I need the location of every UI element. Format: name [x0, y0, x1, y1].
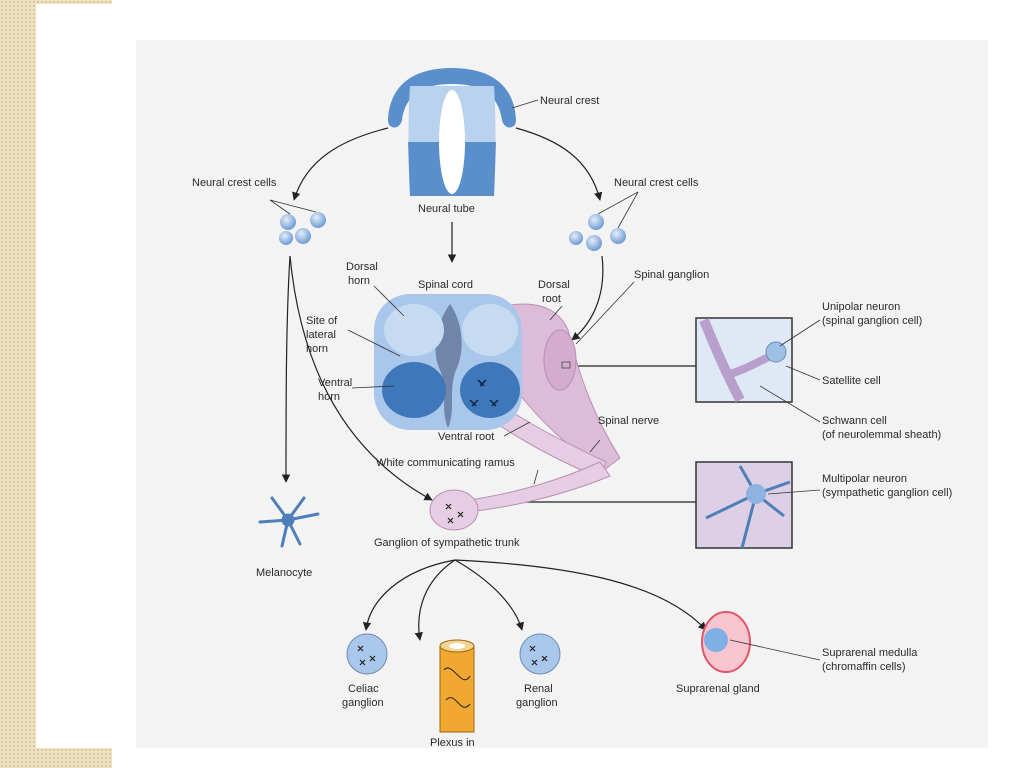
label-dorsal-horn: Dorsal: [346, 261, 378, 273]
label-neural-tube: Neural tube: [418, 203, 475, 215]
label-spinal-cord: Spinal cord: [418, 279, 473, 291]
label-site-lateral-2: lateral: [306, 329, 336, 341]
label-celiac-2: ganglion: [342, 697, 384, 709]
label-unipolar: Unipolar neuron: [822, 301, 900, 313]
label-unipolar-2: (spinal ganglion cell): [822, 315, 922, 327]
label-schwann-2: (of neurolemmal sheath): [822, 429, 941, 441]
slide-frame-top: [36, 0, 112, 4]
label-ganglion-symp: Ganglion of sympathetic trunk: [374, 537, 520, 549]
label-renal-2: ganglion: [516, 697, 558, 709]
label-plexus: Plexus in: [430, 737, 475, 749]
slide-frame-left: [0, 0, 36, 768]
label-suprarenal-medulla: Suprarenal medulla: [822, 647, 918, 659]
label-schwann: Schwann cell: [822, 415, 887, 427]
melanocyte-shape: [258, 496, 320, 548]
neural-crest-cells-left: [279, 212, 326, 245]
label-dorsal-horn-2: horn: [348, 275, 370, 287]
label-suprarenal-medulla-2: (chromaffin cells): [822, 661, 906, 673]
label-site-lateral-3: horn: [306, 343, 328, 355]
unipolar-neuron-box: [695, 317, 793, 403]
leader-lines: [269, 99, 821, 661]
sympathetic-ganglion-shape: [429, 489, 479, 531]
neural-crest-cells-right: [569, 214, 626, 251]
celiac-ganglion-shape: [346, 633, 388, 675]
label-ventral-root: Ventral root: [438, 431, 494, 443]
label-white-ramus: White communicating ramus: [376, 457, 515, 469]
label-neural-crest-cells-right: Neural crest cells: [614, 177, 699, 189]
plexus-shape: [439, 639, 475, 733]
neural-tube-shape: [408, 86, 496, 196]
label-neural-crest-cells-left: Neural crest cells: [192, 177, 277, 189]
label-suprarenal-gland: Suprarenal gland: [676, 683, 760, 695]
neural-crest-shape: [388, 68, 516, 128]
label-multipolar-2: (sympathetic ganglion cell): [822, 487, 952, 499]
label-ventral-horn: Ventral: [318, 377, 352, 389]
label-site-lateral: Site of: [306, 315, 338, 327]
label-melanocyte: Melanocyte: [256, 567, 312, 579]
suprarenal-gland-shape: [701, 611, 751, 673]
label-ventral-horn-2: horn: [318, 391, 340, 403]
diagram-labels: Neural crest Neural crest cells Neural c…: [192, 95, 952, 749]
label-spinal-nerve: Spinal nerve: [598, 415, 659, 427]
label-renal: Renal: [524, 683, 553, 695]
label-celiac: Celiac: [348, 683, 379, 695]
label-multipolar: Multipolar neuron: [822, 473, 907, 485]
label-neural-crest: Neural crest: [540, 95, 599, 107]
label-spinal-ganglion: Spinal ganglion: [634, 269, 709, 281]
multipolar-neuron-box: [695, 461, 793, 549]
renal-ganglion-shape: [519, 633, 561, 675]
spinal-cord-shape: [374, 294, 522, 430]
slide-frame-bottom: [36, 748, 112, 768]
label-dorsal-root: Dorsal: [538, 279, 570, 291]
label-dorsal-root-2: root: [542, 293, 561, 305]
migration-arrows: [281, 127, 707, 641]
label-satellite: Satellite cell: [822, 375, 881, 387]
